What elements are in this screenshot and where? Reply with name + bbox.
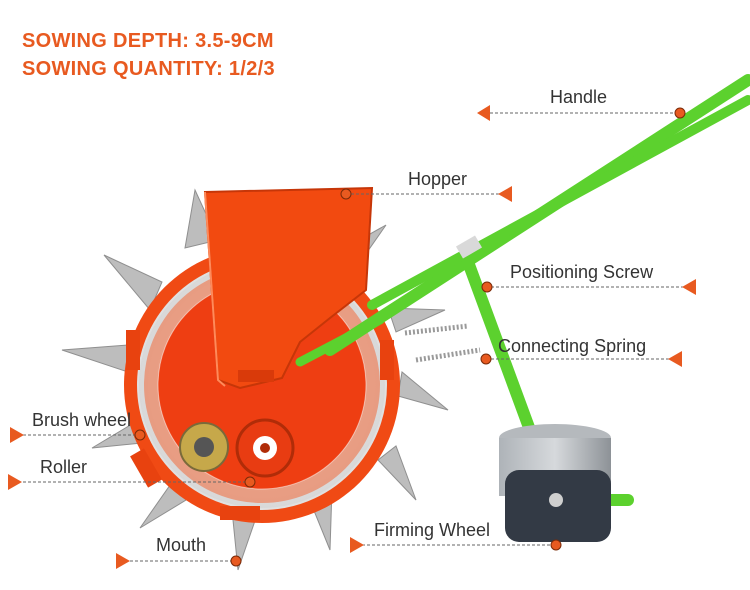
hopper-arrow-icon: [498, 186, 512, 202]
sowing-quantity-text: SOWING QUANTITY: 1/2/3: [22, 58, 275, 80]
handle-arrow-icon: [477, 105, 490, 121]
brush-wheel-arrow-icon: [10, 427, 24, 443]
roller-arrow-icon: [8, 474, 22, 490]
firming-wheel-arrow-icon: [350, 537, 364, 553]
connecting-spring: [404, 323, 481, 363]
label-handle: Handle: [550, 87, 608, 107]
firming-wheel: [499, 424, 611, 542]
label-positioning-screw: Positioning Screw: [510, 262, 654, 282]
connecting-spring-arrow-icon: [668, 351, 682, 367]
arrow-icons: [8, 105, 696, 569]
mouth-arrow-icon: [116, 553, 130, 569]
target-dots: [134, 107, 686, 567]
roller: [235, 418, 295, 478]
label-brush-wheel: Brush wheel: [32, 410, 132, 430]
hopper: [203, 186, 374, 390]
leader-lines: [18, 112, 684, 562]
label-hopper: Hopper: [408, 169, 468, 189]
sowing-depth-text: SOWING DEPTH: 3.5-9CM: [22, 30, 274, 52]
positioning-screw-arrow-icon: [682, 279, 696, 295]
label-connecting-spring: Connecting Spring: [498, 336, 647, 356]
brush-wheel: [179, 422, 229, 472]
label-roller: Roller: [40, 457, 88, 477]
bracket: [455, 235, 483, 259]
label-mouth: Mouth: [156, 535, 207, 555]
label-firming-wheel: Firming Wheel: [374, 520, 491, 540]
